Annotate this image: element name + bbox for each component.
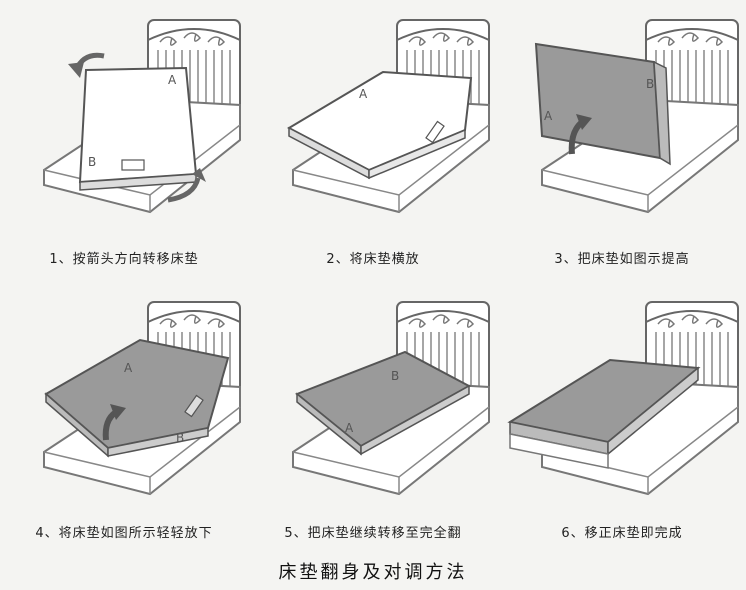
step-1-caption: 1、按箭头方向转移床垫 [49,252,199,267]
step-4-panel: A B 4、将床垫如图所示轻轻放下 [0,282,248,562]
step-3-panel: B A 3、把床垫如图示提高 [498,0,746,280]
mark-a: A [345,421,354,435]
step-6-illustration [507,301,739,495]
step-2-caption: 2、将床垫横放 [326,252,420,267]
step-1-panel: A B 1、按箭头方向转移床垫 [0,0,248,280]
mark-b: B [88,155,96,169]
step-5-caption: 5、把床垫继续转移至完全翻 [284,526,462,541]
mark-a: A [168,73,177,87]
step-5-illustration: B A [292,301,490,495]
step-1-illustration: A B [43,19,241,213]
mark-b: B [646,77,654,91]
mark-a: A [544,109,553,123]
page-title: 床垫翻身及对调方法 [278,562,468,583]
rotate-arrow-icon [167,177,201,203]
mattress [534,42,662,160]
step-4-caption: 4、将床垫如图所示轻轻放下 [35,526,213,541]
mark-b: B [176,431,184,445]
step-5-panel: B A 5、把床垫继续转移至完全翻 [249,282,497,562]
step-2-illustration: A [286,19,490,213]
mark-a: A [124,361,133,375]
step-4-illustration: A B [43,301,241,495]
mattress-handle [425,120,445,144]
step-6-panel: 6、移正床垫即完成 [498,282,746,562]
mark-a: A [359,87,368,101]
mattress-handle [184,394,204,418]
mark-b: B [391,369,399,383]
step-2-panel: A 2、将床垫横放 [249,0,497,280]
mattress-handle [121,159,145,171]
step-3-illustration: B A [534,19,739,213]
step-3-caption: 3、把床垫如图示提高 [554,252,690,267]
step-6-caption: 6、移正床垫即完成 [561,526,683,541]
